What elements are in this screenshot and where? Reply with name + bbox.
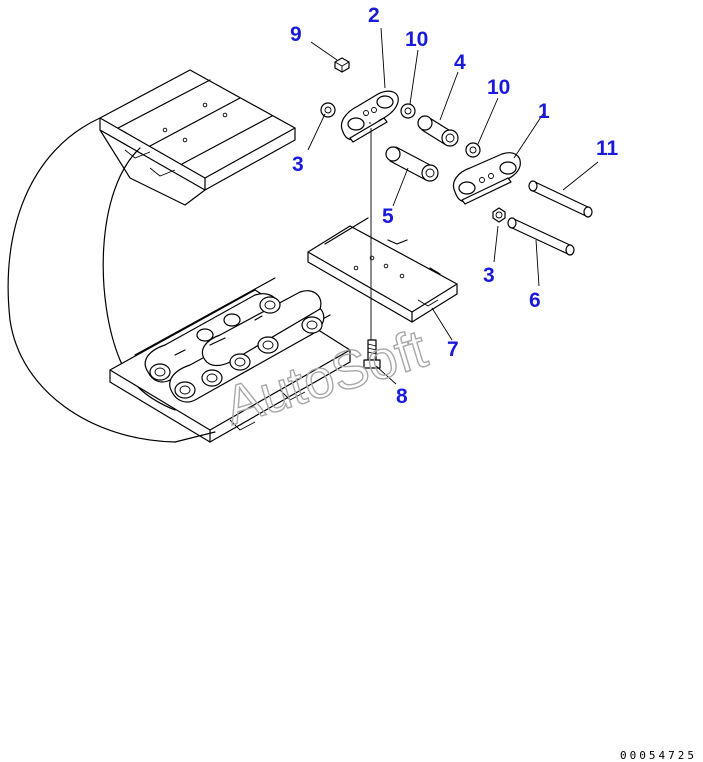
label-part-10-upper: 10 [405,28,428,51]
track-chain-links [144,290,325,403]
washer-part-3-lower [492,207,506,223]
shoe-part-7 [307,217,458,323]
seal-part-10-upper [400,103,416,119]
label-part-3-upper: 3 [292,153,304,176]
bushing-part-5 [385,146,439,182]
label-part-4: 4 [454,51,466,74]
track-assembly-illustration [7,69,351,443]
seal-part-10-lower [465,142,481,158]
nut-part-9 [334,57,350,73]
washer-part-3-upper [320,102,336,118]
label-part-8: 8 [396,385,408,408]
pin-part-11 [528,180,593,218]
label-part-3-lower: 3 [483,264,495,287]
leader-lines [307,27,599,385]
pin-part-6 [507,217,575,256]
link-part-2 [340,90,399,143]
part-labels: 2 9 10 4 10 1 11 3 5 3 6 7 8 [290,4,619,408]
label-part-7: 7 [447,338,459,361]
label-part-10-lower: 10 [487,76,510,99]
label-part-6: 6 [529,289,541,312]
label-part-11: 11 [596,137,619,160]
label-part-9: 9 [290,23,302,46]
drawing-number: 00054725 [620,749,697,762]
label-part-1: 1 [538,100,550,123]
label-part-5: 5 [382,205,394,228]
bushing-part-4 [417,115,459,147]
label-part-2: 2 [368,4,380,27]
link-part-1 [452,152,521,205]
